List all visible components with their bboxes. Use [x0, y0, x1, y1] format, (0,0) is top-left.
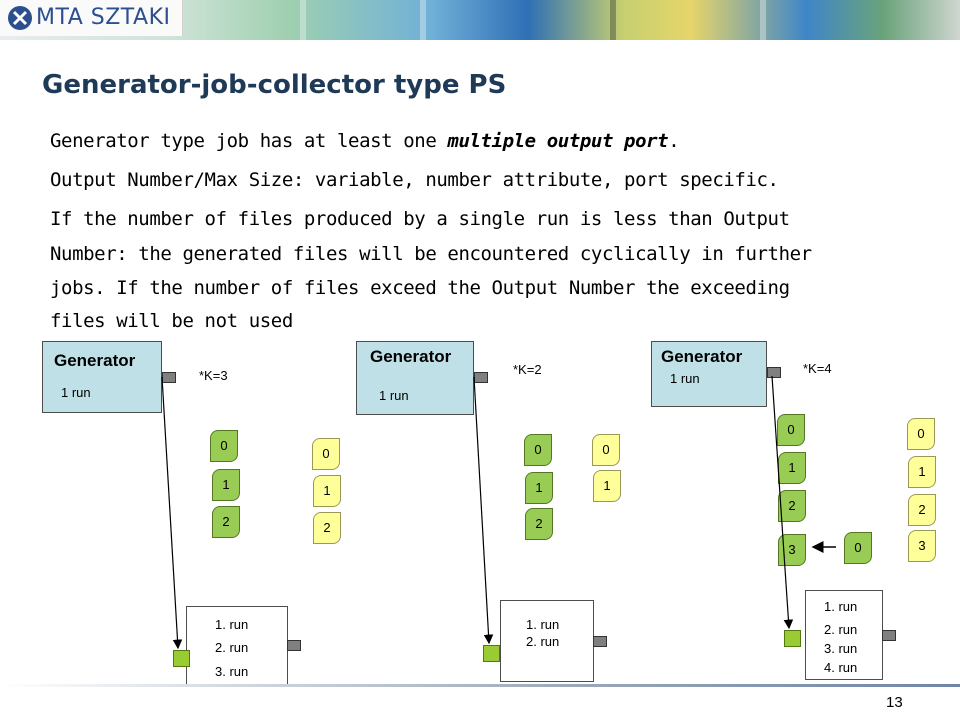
text-line-1-start: Generator type job has at least one	[50, 130, 448, 152]
collector-output-port	[882, 630, 896, 641]
k-value-label: *K=2	[513, 362, 542, 377]
yellow-file: 1	[908, 456, 936, 488]
green-file: 0	[777, 414, 805, 446]
yellow-file: 1	[593, 470, 621, 502]
generator-run-label: 1 run	[670, 371, 700, 386]
yellow-file: 0	[907, 418, 935, 450]
emphasis-multiple-output-port: multiple output port	[447, 130, 669, 152]
green-file: 2	[525, 508, 553, 540]
green-file: 1	[525, 472, 553, 504]
yellow-file: 1	[313, 475, 341, 507]
collector-output-port	[593, 636, 607, 647]
green-file: 0	[524, 434, 552, 466]
green-file: 3	[778, 534, 806, 566]
generator-box: Generator 1 run	[356, 341, 474, 415]
generator-output-port	[162, 372, 176, 383]
k-value-label: *K=4	[803, 361, 832, 376]
generator-title: Generator	[54, 351, 136, 370]
green-file: 0	[210, 430, 238, 462]
collector-run: 3. run	[824, 641, 858, 656]
collector-box: 1. run 2. run	[500, 600, 594, 682]
collector-run: 4. run	[824, 660, 858, 675]
text-line-2: Output Number/Max Size: variable, number…	[50, 169, 779, 191]
generator-title: Generator	[661, 347, 743, 366]
collector-input-port	[483, 645, 500, 662]
collector-input-port	[784, 630, 801, 647]
collector-run: 1. run	[215, 617, 249, 632]
green-file: 1	[212, 469, 240, 501]
header-banner: MTA SZTAKI	[0, 0, 960, 40]
collector-box: 1. run 2. run 3. run	[186, 606, 288, 686]
text-line-6: files will be not used	[50, 310, 293, 332]
footer-rule	[0, 684, 960, 687]
logo: MTA SZTAKI	[0, 0, 183, 36]
text-line-3: If the number of files produced by a sin…	[50, 208, 790, 230]
yellow-file: 3	[908, 530, 936, 562]
text-line-1-end: .	[668, 130, 680, 152]
collector-run: 1. run	[526, 617, 560, 632]
logo-text: MTA SZTAKI	[36, 5, 171, 30]
generator-run-label: 1 run	[61, 385, 91, 400]
extra-green-file: 0	[844, 532, 872, 564]
connector-line-1	[161, 376, 183, 650]
generator-output-port	[474, 372, 488, 383]
generator-output-port	[767, 367, 781, 378]
collector-box: 1. run 2. run 3. run 4. run	[805, 590, 883, 680]
k-value-label: *K=3	[199, 368, 228, 383]
green-file: 2	[778, 490, 806, 522]
logo-icon	[8, 6, 32, 30]
generator-box: Generator 1 run	[651, 341, 767, 407]
collector-run: 2. run	[526, 634, 560, 649]
generator-run-label: 1 run	[379, 388, 409, 403]
generator-box: Generator 1 run	[42, 341, 162, 413]
collector-run: 2. run	[824, 622, 858, 637]
generator-title: Generator	[370, 347, 452, 366]
connector-line-2	[473, 376, 494, 645]
yellow-file: 0	[312, 438, 340, 470]
green-file: 2	[212, 506, 240, 538]
collector-output-port	[287, 640, 301, 651]
green-file: 1	[778, 452, 806, 484]
slide-title: Generator-job-collector type PS	[42, 70, 507, 100]
collector-run: 3. run	[215, 664, 249, 679]
page-number: 13	[886, 694, 903, 711]
yellow-file: 2	[908, 494, 936, 526]
yellow-file: 2	[313, 512, 341, 544]
collector-input-port	[173, 650, 190, 667]
yellow-file: 0	[592, 434, 620, 466]
collector-run: 2. run	[215, 640, 249, 655]
collector-run: 1. run	[824, 599, 858, 614]
text-line-1: Generator type job has at least one mult…	[50, 130, 680, 152]
text-line-4: Number: the generated files will be enco…	[50, 243, 812, 265]
text-line-5: jobs. If the number of files exceed the …	[50, 277, 790, 299]
